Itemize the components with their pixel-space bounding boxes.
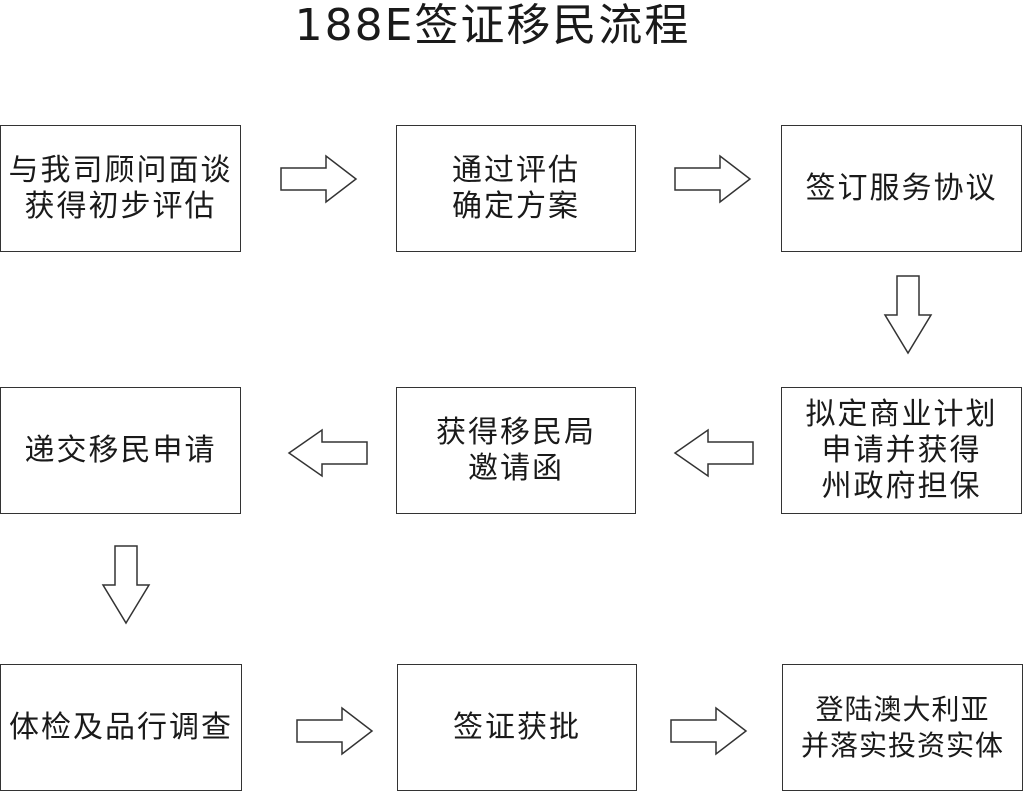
step-5-text: 获得移民局 邀请函: [436, 415, 596, 487]
step-4-line-2: 申请并获得: [821, 432, 982, 468]
step-9-land-in-australia: 登陆澳大利亚 并落实投资实体: [782, 664, 1023, 791]
arrow-right-icon: [280, 154, 358, 204]
step-1-consultation: 与我司顾问面谈 获得初步评估: [0, 125, 241, 252]
step-8-line-1: 签证获批: [453, 709, 581, 745]
arrow-right-icon: [296, 706, 374, 756]
step-2-line-1: 通过评估: [452, 152, 580, 188]
step-6-submit-application: 递交移民申请: [0, 387, 241, 514]
arrow-down-icon: [883, 275, 933, 355]
step-9-line-1: 登陆澳大利亚: [815, 692, 990, 726]
step-5-line-2: 邀请函: [468, 450, 564, 486]
arrow-left-icon: [673, 428, 754, 478]
step-2-text: 通过评估 确定方案: [452, 153, 580, 225]
step-4-line-3: 州政府担保: [821, 468, 982, 504]
step-8-visa-approved: 签证获批: [397, 664, 637, 791]
step-7-line-1: 体检及品行调查: [9, 709, 233, 745]
step-4-line-1: 拟定商业计划: [805, 396, 998, 432]
step-1-text: 与我司顾问面谈 获得初步评估: [9, 153, 233, 225]
step-3-line-1: 签订服务协议: [805, 170, 998, 206]
arrow-left-icon: [287, 428, 368, 478]
page-title: 188E签证移民流程: [294, 0, 691, 51]
step-5-line-1: 获得移民局: [436, 414, 596, 450]
step-3-service-agreement: 签订服务协议: [781, 125, 1022, 252]
step-3-text: 签订服务协议: [806, 171, 998, 207]
step-4-business-plan: 拟定商业计划 申请并获得 州政府担保: [781, 387, 1022, 514]
step-4-text: 拟定商业计划 申请并获得 州政府担保: [806, 397, 998, 505]
step-5-invitation: 获得移民局 邀请函: [396, 387, 636, 514]
step-7-medical-check: 体检及品行调查: [0, 664, 242, 791]
step-2-line-2: 确定方案: [452, 188, 580, 224]
step-2-assessment: 通过评估 确定方案: [396, 125, 636, 252]
arrow-right-icon: [674, 154, 752, 204]
step-6-text: 递交移民申请: [25, 433, 217, 469]
arrow-down-icon: [101, 545, 151, 625]
step-7-text: 体检及品行调查: [9, 710, 233, 746]
step-1-line-1: 与我司顾问面谈: [8, 152, 233, 188]
step-9-line-2: 并落实投资实体: [800, 728, 1004, 762]
arrow-right-icon: [670, 706, 748, 756]
step-8-text: 签证获批: [453, 710, 581, 746]
step-9-text: 登陆澳大利亚 并落实投资实体: [801, 692, 1004, 764]
step-1-line-2: 获得初步评估: [24, 188, 217, 224]
step-6-line-1: 递交移民申请: [24, 432, 217, 468]
